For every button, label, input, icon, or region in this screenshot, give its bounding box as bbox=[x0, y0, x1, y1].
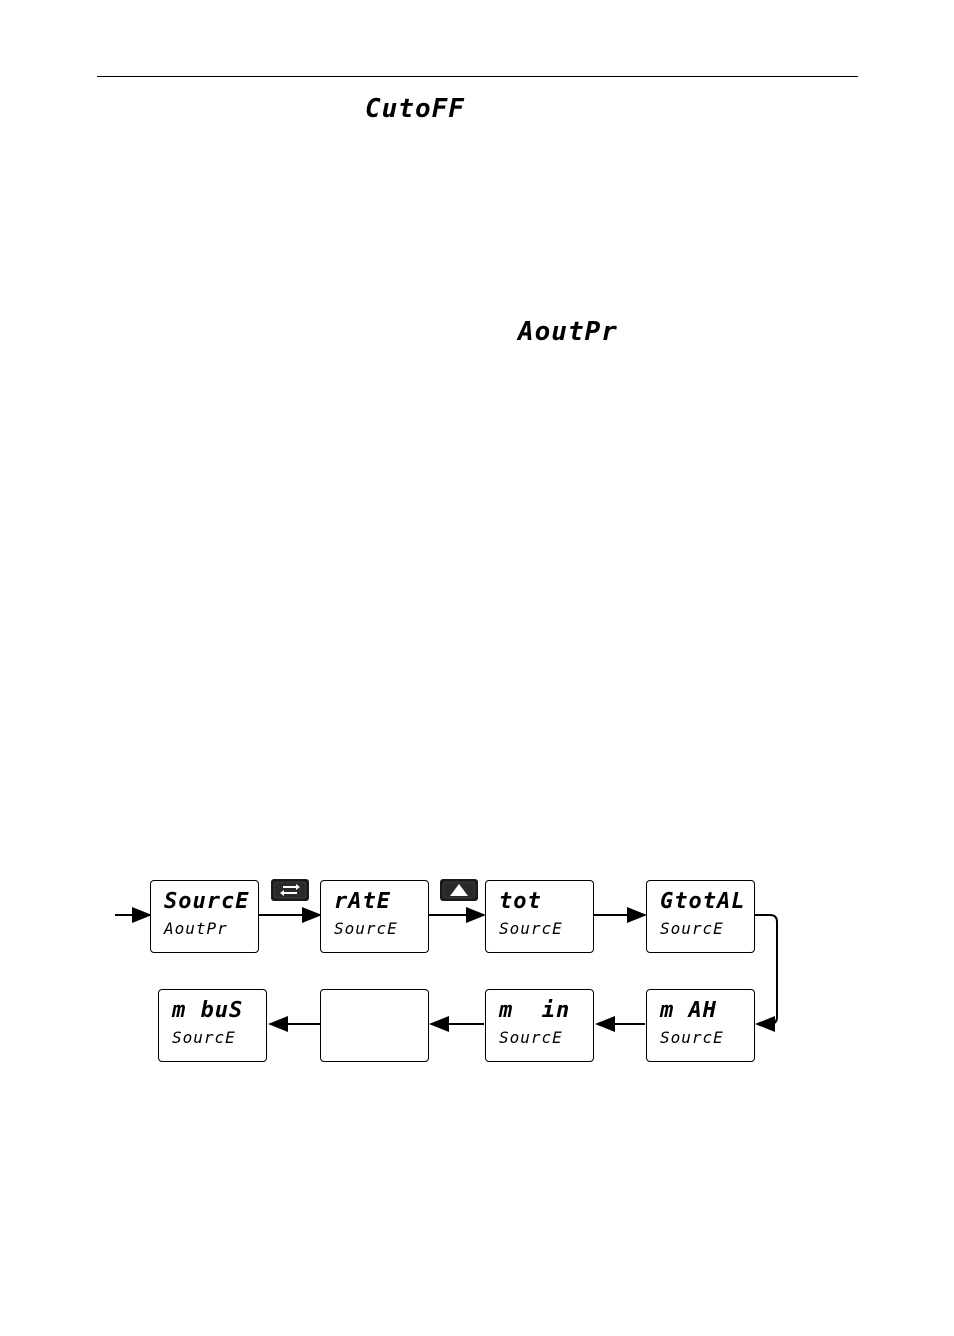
display-bottom-line: SourcE bbox=[172, 1028, 236, 1047]
display-top-line: tot bbox=[499, 889, 542, 914]
display-top-line: m buS bbox=[172, 998, 244, 1023]
aoutpr-display-heading: AoutPr bbox=[518, 317, 618, 347]
display-bottom-line: SourcE bbox=[499, 1028, 563, 1047]
display-bottom-line: SourcE bbox=[499, 919, 563, 938]
display-bottom-line: SourcE bbox=[660, 919, 724, 938]
display-gtotal-source: GtotAL SourcE bbox=[646, 880, 755, 953]
header-rule bbox=[97, 76, 858, 77]
display-top-line: rAtE bbox=[334, 889, 391, 914]
display-source-aoutpr: SourcE AoutPr bbox=[150, 880, 259, 953]
cutoff-display-heading: CutoFF bbox=[365, 94, 465, 124]
enter-key-icon bbox=[271, 879, 309, 901]
display-top-line: GtotAL bbox=[660, 889, 746, 914]
arrow-gtotal-to-mah bbox=[755, 914, 778, 1032]
display-top-line: m in bbox=[499, 998, 571, 1023]
display-min-source: m in SourcE bbox=[485, 989, 594, 1062]
display-bottom-line: AoutPr bbox=[164, 919, 228, 938]
up-arrow-key-icon bbox=[440, 879, 478, 901]
display-top-line: m AH bbox=[660, 998, 717, 1023]
display-tot-source: tot SourcE bbox=[485, 880, 594, 953]
display-mah-source: m AH SourcE bbox=[646, 989, 755, 1062]
display-blank bbox=[320, 989, 429, 1062]
display-bottom-line: SourcE bbox=[334, 919, 398, 938]
display-bottom-line: SourcE bbox=[660, 1028, 724, 1047]
display-top-line: SourcE bbox=[164, 889, 250, 914]
display-mbus-source: m buS SourcE bbox=[158, 989, 267, 1062]
display-rate-source: rAtE SourcE bbox=[320, 880, 429, 953]
